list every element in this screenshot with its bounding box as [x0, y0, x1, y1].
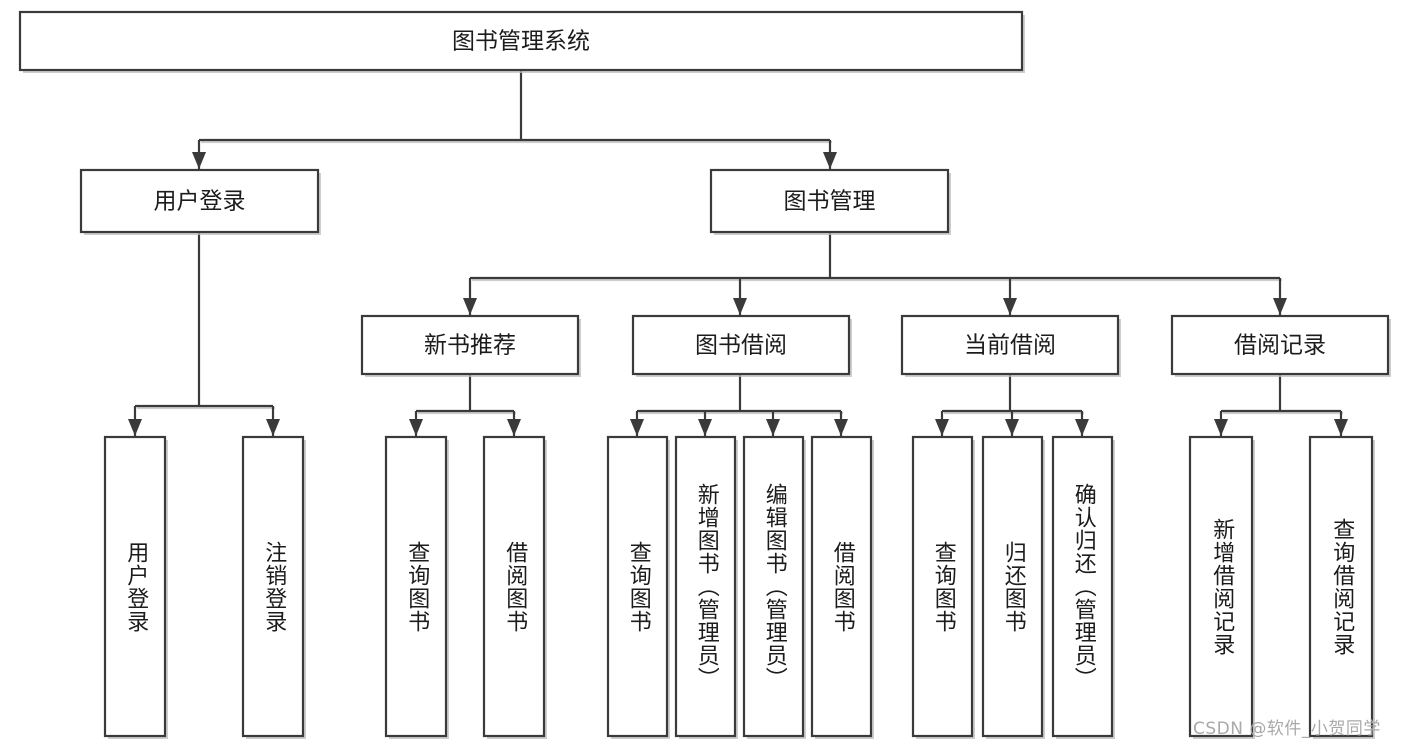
leaf-node-box-3[interactable] — [482, 435, 546, 738]
leaf-node-box-1[interactable] — [241, 435, 305, 738]
level2-node-box-0[interactable] — [79, 168, 320, 234]
leaf-node-box-9[interactable] — [981, 435, 1044, 738]
connector-arrowhead — [823, 152, 837, 169]
connector-arrowhead — [128, 419, 142, 436]
leaf-node-box-8[interactable] — [911, 435, 974, 738]
leaf-node-box-10[interactable] — [1051, 435, 1114, 738]
level3-node-2-label: 当前借阅 — [964, 333, 1056, 359]
connector-arrowhead — [698, 419, 712, 436]
level3-node-box-2[interactable] — [900, 314, 1120, 376]
connector-arrowhead — [935, 419, 949, 436]
connector-arrowhead — [766, 419, 780, 436]
connector-arrowhead — [1334, 419, 1348, 436]
root-node-label: 图书管理系统 — [452, 29, 590, 55]
level3-node-box-1[interactable] — [631, 314, 851, 376]
level3-node-box-0[interactable] — [360, 314, 580, 376]
connector-arrowhead — [630, 419, 644, 436]
watermark: CSDN @软件_小贺同学 — [1193, 719, 1381, 739]
connector-arrowhead — [192, 152, 206, 169]
level3-node-0-label: 新书推荐 — [424, 333, 516, 359]
leaf-node-box-2[interactable] — [384, 435, 448, 738]
connector-arrowhead — [733, 298, 747, 315]
connector-arrowhead — [266, 419, 280, 436]
leaf-node-box-12[interactable] — [1308, 435, 1374, 738]
level3-node-box-3[interactable] — [1170, 314, 1390, 376]
connector-layer — [128, 70, 1348, 436]
level3-node-3-label: 借阅记录 — [1234, 333, 1326, 359]
connector-arrowhead — [463, 298, 477, 315]
connector-arrowhead — [1005, 419, 1019, 436]
level3-node-1-label: 图书借阅 — [695, 333, 787, 359]
connector-arrowhead — [1075, 419, 1089, 436]
leaf-node-box-7[interactable] — [810, 435, 873, 738]
connector-arrowhead — [1003, 298, 1017, 315]
connector-arrowhead — [834, 419, 848, 436]
leaf-node-box-5[interactable] — [674, 435, 737, 738]
level2-node-1-label: 图书管理 — [784, 189, 876, 215]
leaf-node-box-6[interactable] — [742, 435, 805, 738]
connector-arrowhead — [1273, 298, 1287, 315]
leaf-node-box-4[interactable] — [606, 435, 669, 738]
level2-node-box-1[interactable] — [709, 168, 950, 234]
connector-arrowhead — [1214, 419, 1228, 436]
root-node-box[interactable] — [18, 10, 1024, 72]
leaf-node-box-11[interactable] — [1188, 435, 1254, 738]
connector-arrowhead — [409, 419, 423, 436]
leaf-node-box-0[interactable] — [103, 435, 167, 738]
box-layer — [18, 10, 1391, 739]
level2-node-0-label: 用户登录 — [154, 189, 246, 215]
connector-arrowhead — [507, 419, 521, 436]
